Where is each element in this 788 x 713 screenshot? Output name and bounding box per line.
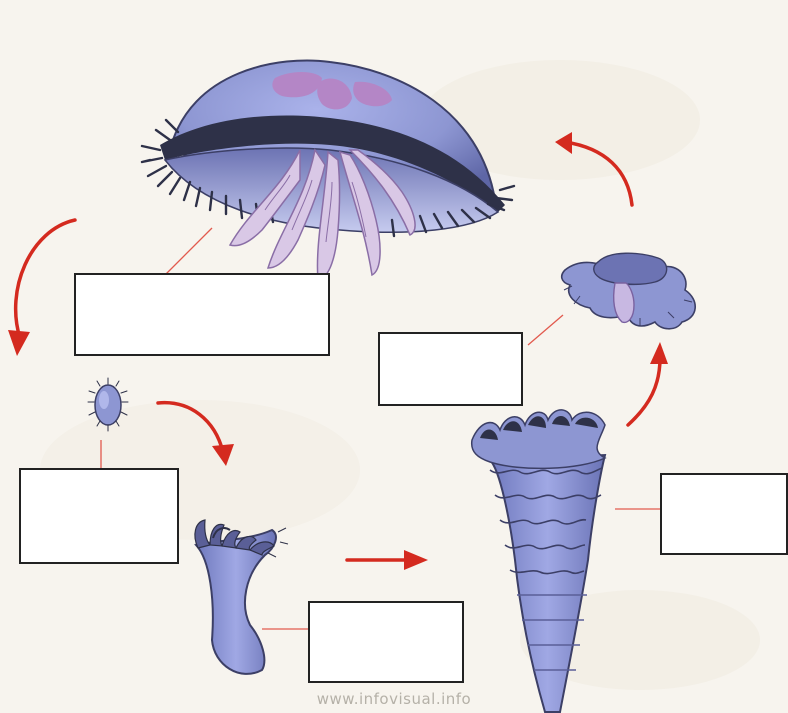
label-box-planula[interactable] xyxy=(19,468,179,564)
label-box-ephyra[interactable] xyxy=(378,332,523,406)
arrow-medusa-to-planula xyxy=(16,220,75,338)
watermark-text: www.infovisual.info xyxy=(0,690,788,708)
arrow-strobila-to-ephyra xyxy=(628,358,660,425)
leader-ephyra xyxy=(528,315,563,345)
ephyra-illustration xyxy=(562,253,695,329)
label-box-strobila[interactable] xyxy=(660,473,788,555)
label-box-adult-medusa[interactable] xyxy=(74,273,330,356)
label-box-polyp[interactable] xyxy=(308,601,464,683)
polyp-illustration xyxy=(195,520,288,674)
leader-medusa xyxy=(165,228,212,275)
